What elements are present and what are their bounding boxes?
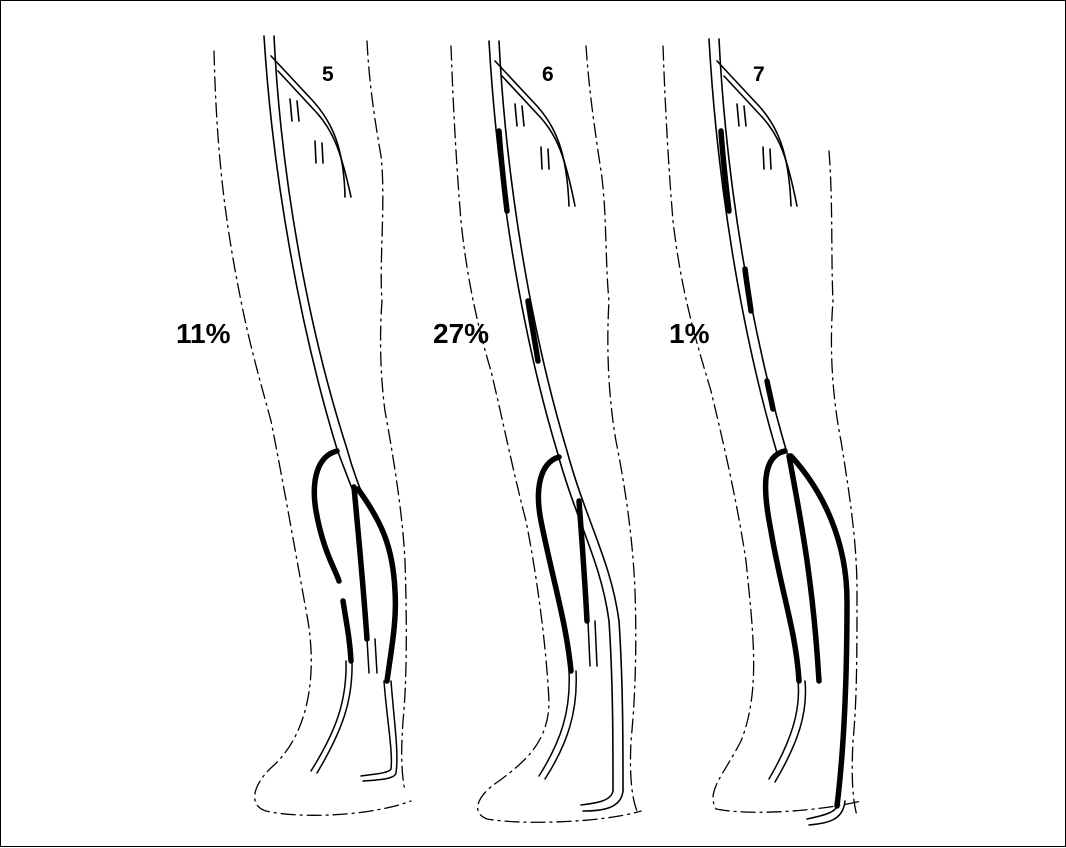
great-saphenous-vein — [709, 39, 797, 453]
varicose-segments — [314, 451, 395, 681]
lower-thin-veins — [311, 639, 397, 781]
leg-panel-7 — [663, 39, 861, 825]
leg-panel-6 — [451, 41, 641, 822]
panel-number-7: 7 — [753, 63, 765, 87]
panel-percent-7: 1% — [669, 318, 709, 350]
panel-percent-5: 11% — [176, 318, 231, 350]
great-saphenous-vein — [489, 41, 623, 791]
leg-outline — [214, 41, 411, 815]
leg-outline — [663, 46, 861, 816]
great-saphenous-vein — [264, 36, 365, 501]
panel-number-6: 6 — [542, 63, 554, 87]
lower-thin-veins — [769, 681, 845, 825]
panel-percent-6: 27% — [433, 318, 489, 350]
panel-number-5: 5 — [322, 63, 334, 87]
leg-panel-5 — [214, 36, 411, 815]
varicose-segments — [721, 131, 847, 806]
